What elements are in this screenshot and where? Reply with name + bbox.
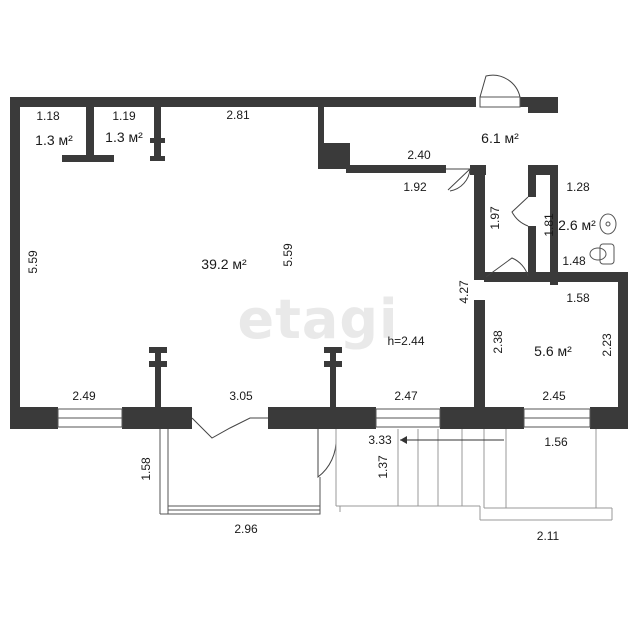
hall-area: 6.1 м² <box>481 130 519 146</box>
corridor-height: 1.97 <box>488 206 502 230</box>
bedroom-left-height: 2.38 <box>491 330 505 354</box>
main-left-height: 5.59 <box>26 250 40 274</box>
wc-right-width: 1.19 <box>112 109 136 123</box>
terrace <box>335 429 613 521</box>
bath-bottom-width: 1.48 <box>562 254 586 268</box>
door-width: 3.05 <box>229 389 253 403</box>
window-right-width: 2.47 <box>394 389 418 403</box>
window-left-width: 2.49 <box>72 389 96 403</box>
ceiling-height: h=2.44 <box>387 334 424 348</box>
bath-area: 2.6 м² <box>558 217 596 233</box>
bath-fixtures <box>589 213 617 265</box>
watermark: etagi <box>237 288 398 351</box>
partition-height: 4.27 <box>457 280 471 304</box>
wc-left-width: 1.18 <box>36 109 60 123</box>
terrace-right-width: 1.56 <box>544 435 568 449</box>
wc-left-area: 1.3 м² <box>35 132 73 148</box>
balcony <box>159 429 321 515</box>
main-top-width: 2.81 <box>226 108 250 122</box>
hall-width: 2.40 <box>407 148 431 162</box>
balcony-depth: 1.58 <box>139 457 153 481</box>
windows <box>57 96 591 515</box>
bath-width: 1.28 <box>566 180 590 194</box>
bedroom-top-width: 1.58 <box>566 291 590 305</box>
terrace-bottom-width: 2.11 <box>537 529 560 543</box>
entry-arrow <box>400 436 504 444</box>
main-room-area: 39.2 м² <box>201 256 247 272</box>
wc-right-area: 1.3 м² <box>105 129 143 145</box>
bath-height: 1.81 <box>542 213 556 237</box>
bedroom-bottom-width: 2.45 <box>542 389 566 403</box>
balcony-width: 2.96 <box>234 522 258 536</box>
toilet-icon <box>589 243 615 265</box>
doors <box>191 74 529 479</box>
bedroom-right-height: 2.23 <box>600 333 614 357</box>
terrace-depth: 1.37 <box>376 455 390 479</box>
walls <box>10 97 628 429</box>
main-inner-height: 5.59 <box>281 243 295 267</box>
terrace-width: 3.33 <box>368 433 392 447</box>
corridor-width: 1.92 <box>403 180 427 194</box>
sink-icon <box>599 213 617 235</box>
bedroom-area: 5.6 м² <box>534 343 572 359</box>
